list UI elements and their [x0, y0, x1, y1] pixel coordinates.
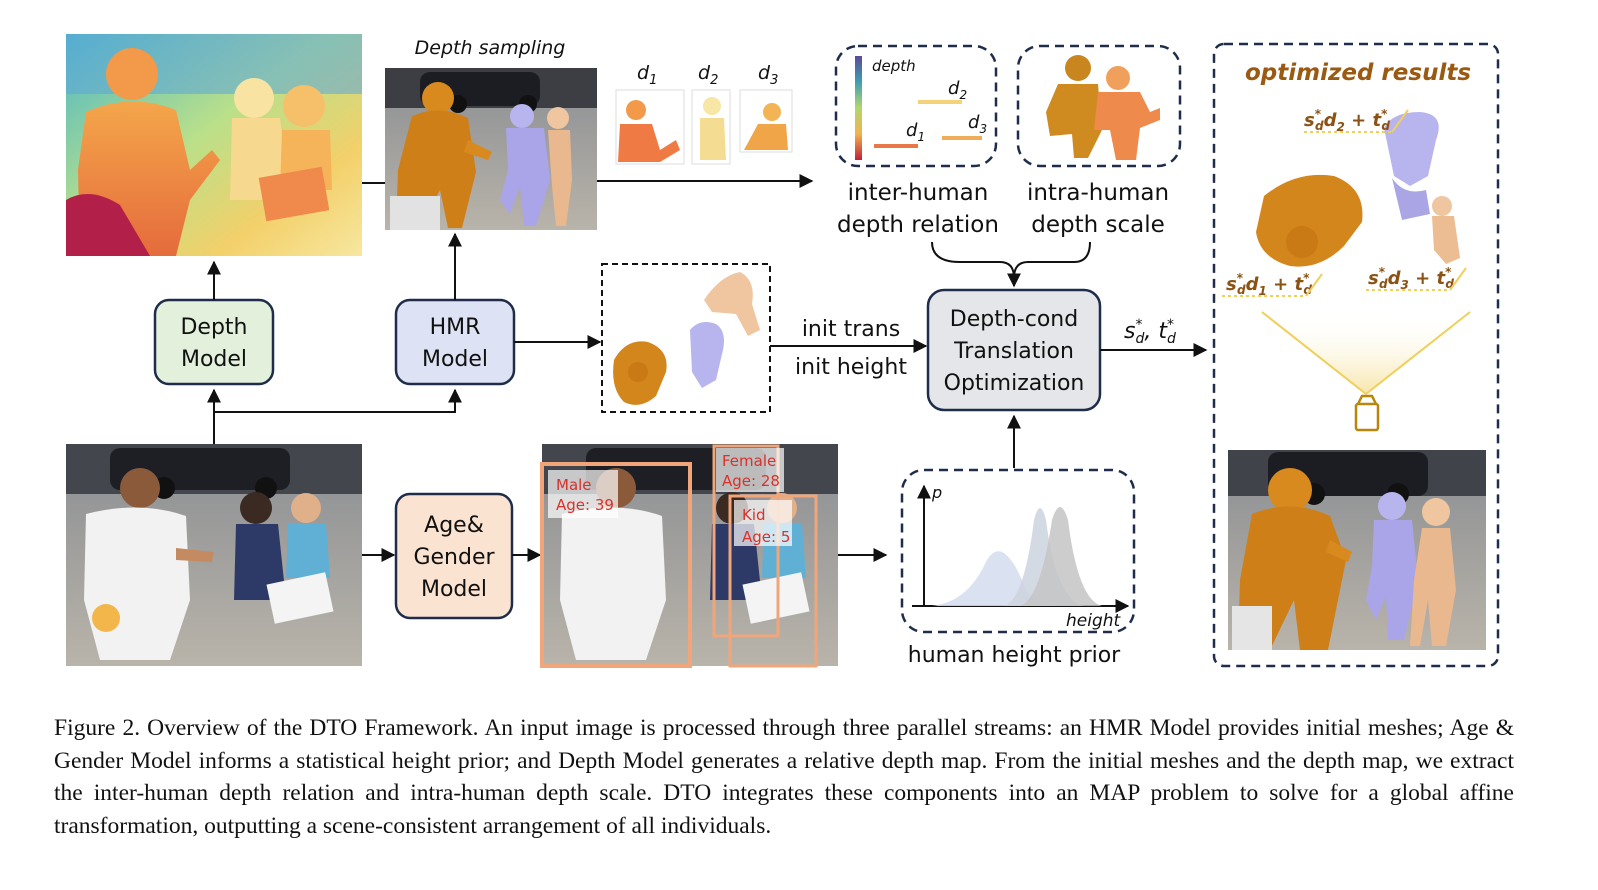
hmr-model-box: HMR Model — [394, 298, 516, 386]
depth-sampling-image — [385, 68, 597, 230]
initial-meshes-box — [601, 263, 771, 413]
optimized-results-title: optimized results — [1245, 60, 1471, 86]
intra-human-depth-scale-box — [1016, 44, 1182, 168]
svg-text:depth: depth — [872, 57, 916, 75]
svg-text:Depth-cond: Depth-cond — [950, 307, 1078, 332]
height-prior-box — [900, 468, 1136, 634]
sd-td-label: s*d, t*d — [1124, 317, 1176, 347]
intra-human-label-line1: intra-human — [1027, 180, 1169, 206]
equation-labels: s*dd2 + t*d s*dd1 + t*d s*dd3 + t*d — [1222, 107, 1467, 298]
svg-text:Age&: Age& — [424, 513, 484, 538]
optimized-results-panel — [1212, 42, 1500, 668]
svg-text:s*dd3 + t*d: s*dd3 + t*d — [1368, 265, 1454, 292]
intra-human-label-line2: depth scale — [1031, 212, 1165, 238]
optimized-result-image — [1228, 450, 1486, 650]
axis-height-label: height — [1066, 611, 1122, 631]
dto-framework-diagram: Depth sampling d1 d2 d3 — [66, 34, 1500, 668]
depth-model-box: Depth Model — [153, 298, 275, 386]
kid-label: Kid — [742, 506, 766, 524]
svg-text:Model: Model — [422, 347, 488, 372]
svg-text:Translation: Translation — [953, 339, 1074, 364]
svg-text:d3: d3 — [758, 62, 778, 88]
input-split-arrows — [207, 388, 462, 444]
optimized-meshes — [1256, 112, 1460, 267]
inter-human-label-line1: inter-human — [848, 180, 989, 206]
input-image — [66, 444, 362, 666]
svg-text:d1: d1 — [906, 120, 925, 144]
detection-boxes: Male Age: 39 Female Age: 28 Kid Age: 5 — [540, 444, 818, 668]
depth-samples: d1 d2 d3 — [615, 62, 793, 165]
age-gender-model-box: Age& Gender Model — [394, 492, 514, 620]
figure-caption: Figure 2. Overview of the DTO Framework.… — [54, 715, 1514, 839]
svg-text:d3: d3 — [968, 112, 987, 136]
depth-map-image — [66, 34, 362, 256]
svg-text:s*dd2 + t*d: s*dd2 + t*d — [1304, 107, 1390, 134]
inter-human-depth-relation-box: depth d2 d1 d3 — [834, 44, 998, 168]
svg-text:d1: d1 — [637, 62, 657, 88]
svg-text:Depth: Depth — [180, 315, 247, 340]
svg-text:Model: Model — [421, 577, 487, 602]
axis-p-label: p — [931, 483, 942, 502]
svg-text:Gender: Gender — [413, 545, 495, 570]
camera-view-cone — [1261, 311, 1471, 395]
svg-text:d2: d2 — [698, 62, 718, 88]
inter-human-label-line2: depth relation — [837, 212, 999, 238]
depth-sampling-title: Depth sampling — [415, 37, 566, 59]
kid-age: Age: 5 — [742, 528, 790, 546]
depth-cond-translation-optimization-box: Depth-cond Translation Optimization — [926, 288, 1102, 412]
init-height-label: init height — [795, 355, 907, 380]
svg-text:d2: d2 — [948, 78, 967, 102]
init-trans-label: init trans — [802, 317, 900, 342]
svg-text:Optimization: Optimization — [944, 371, 1085, 396]
svg-text:HMR: HMR — [430, 315, 481, 340]
merge-brace — [931, 241, 1091, 279]
female-age: Age: 28 — [722, 472, 780, 490]
female-label: Female — [722, 452, 776, 470]
height-prior-label: human height prior — [908, 643, 1121, 668]
camera-icon — [1354, 394, 1380, 432]
male-label: Male — [556, 476, 592, 494]
svg-text:Model: Model — [181, 347, 247, 372]
male-age: Age: 39 — [556, 496, 614, 514]
svg-text:s*dd1 + t*d: s*dd1 + t*d — [1226, 271, 1312, 298]
